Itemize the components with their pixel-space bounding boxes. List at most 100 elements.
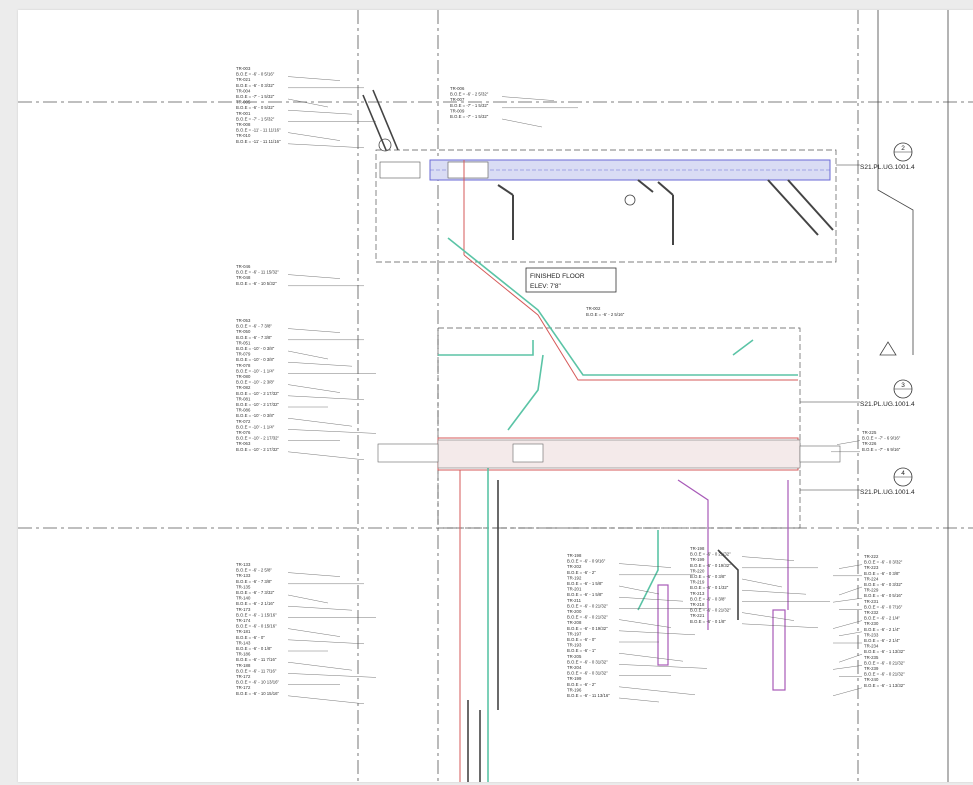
tag-elevation: B.O.E = -6' - 7 3/8": [236, 324, 272, 329]
right-border: [877, 10, 949, 782]
tag-id: TR-086: [236, 408, 251, 413]
leader-line: [287, 429, 377, 434]
leader-line: [287, 606, 353, 611]
tag-id: TR-135: [236, 584, 251, 589]
leader-line: [287, 628, 341, 637]
leader-line: [838, 586, 863, 596]
callout-sheet: S21.PL.UG.1001.4: [860, 401, 915, 408]
leader-line: [287, 76, 341, 81]
tag-id: TR-076: [236, 430, 251, 435]
leader-line: [287, 395, 365, 400]
tag-id: TR-240: [864, 677, 879, 682]
leader-line: [618, 597, 684, 602]
tag-id: TR-173: [236, 607, 251, 612]
tag-elevation: B.O.E = -6' - 1": [567, 648, 596, 653]
tag-id: TR-003: [236, 66, 251, 71]
tag-elevation: B.O.E = -6' - 2 5/32": [450, 92, 489, 97]
leader-line: [287, 143, 365, 148]
tag-elevation: B.O.E = -6' - 0 3/8": [690, 574, 726, 579]
equipment-enclosures: [375, 149, 837, 529]
tag-id: TR-219: [690, 580, 705, 585]
tag-elevation: B.O.E = -10' - 2 17/32": [236, 391, 280, 396]
tag-elevation: B.O.E = -6' - 0 21/32": [567, 615, 608, 620]
tag-id: TR-201: [567, 587, 582, 592]
tag-elevation: B.O.E = -6' - 0 1/32": [690, 585, 729, 590]
leader-line: [287, 362, 353, 367]
leader-line: [287, 132, 341, 141]
tag-id: TR-230: [864, 621, 879, 626]
tag-elevation: B.O.E = -10' - 2 17/32": [236, 447, 280, 452]
leader-line: [741, 590, 807, 595]
leader-line: [287, 451, 365, 460]
tag-id: TR-224: [864, 576, 879, 581]
leader-line: [832, 687, 863, 696]
tag-elevation: B.O.E = -7' - 1 5/32": [450, 114, 489, 119]
leader-line: [832, 665, 863, 670]
leader-line: [618, 686, 696, 695]
leader-line: [741, 578, 783, 588]
tag-id: TR-133: [236, 573, 251, 578]
leader-line: [618, 664, 708, 669]
tag-elevation: B.O.E = -6' - 0 21/32": [864, 660, 905, 665]
leader-line: [287, 594, 329, 604]
tag-elevation: B.O.E = -6' - 1 15/16": [236, 612, 277, 617]
tag-elevation: B.O.E = -6' - 2 1/16": [236, 601, 275, 606]
tag-elevation: B.O.E = -11' - 11 11/16": [236, 128, 281, 133]
finished-floor-line-2: ELEV: 7'8": [530, 283, 561, 290]
leader-line: [287, 673, 377, 678]
tag-id: TR-197: [567, 631, 582, 636]
tag-elevation: B.O.E = -10' - 2 17/32": [236, 402, 280, 407]
purple-pipe: [657, 479, 789, 691]
tag-id: TR-172: [236, 674, 251, 679]
tag-elevation: B.O.E = -10' - 0 3/8": [236, 357, 275, 362]
top-label-a: TR-002 B.O.E = -6' - 2 5/16": [586, 306, 625, 317]
tag-elevation: B.O.E = -6' - 0 21/32": [690, 608, 731, 613]
tag-id: TR-172: [236, 685, 251, 690]
tag-id: TR-196: [567, 687, 582, 692]
tag-id: TR-229: [864, 588, 879, 593]
red-pipe: [437, 160, 799, 782]
tag-elevation: B.O.E = -6' - 0 19/32": [690, 563, 731, 568]
tag-elevation: B.O.E = -6' - 0 21/32": [690, 552, 731, 557]
leader-line: [741, 612, 795, 621]
tag-id: TR-186: [236, 652, 251, 657]
mid-duct-run: [377, 439, 841, 469]
tag-id: TR-231: [864, 599, 879, 604]
tag-id: TR-198: [690, 546, 705, 551]
leader-line: [287, 695, 365, 704]
tag-id: TR-181: [236, 629, 251, 634]
gray-risers: [362, 89, 739, 782]
tag-elevation: B.O.E = -6' - 0 21/32": [864, 672, 905, 677]
section-callout-3: 3 S21.PL.UG.1001.4: [800, 379, 915, 408]
pipe-layout-drawing: FINISHED FLOOR ELEV: 7'8" TR-002 B.O.E =…: [18, 10, 973, 782]
tag-elevation: B.O.E = -7' - 6 9/16": [862, 447, 901, 452]
tag-elevation: B.O.E = -6' - 2 5/16": [586, 312, 625, 317]
tag-id: TR-174: [236, 618, 251, 623]
tag-id: TR-081: [236, 396, 251, 401]
tag-elevation: B.O.E = -7' - 1 5/32": [236, 116, 275, 121]
leader-line: [838, 631, 863, 636]
leader-line: [741, 623, 819, 628]
leader-line: [838, 654, 863, 663]
tag-id: TR-200: [567, 609, 582, 614]
tag-id: TR-004: [236, 88, 251, 93]
tag-id: TR-010: [236, 133, 251, 138]
tag-id: TR-218: [690, 602, 705, 607]
section-callout-4: 4 S21.PL.UG.1001.4: [800, 467, 915, 496]
tag-id: TR-235: [864, 655, 879, 660]
leader-line: [287, 98, 329, 108]
tag-id: TR-199: [690, 557, 705, 562]
tag-elevation: B.O.E = -6' - 0 19/32": [567, 626, 608, 631]
leader-line: [287, 662, 353, 671]
tag-id: TR-046: [236, 264, 251, 269]
tag-elevation: B.O.E = -10' - 0 3/8": [236, 413, 275, 418]
tag-id: TR-208: [567, 620, 582, 625]
tag-elevation: B.O.E = -6' - 0 3/8": [690, 596, 726, 601]
leader-line: [501, 96, 555, 101]
valve-icon: [378, 138, 392, 152]
tag-id: TR-198: [567, 553, 582, 558]
